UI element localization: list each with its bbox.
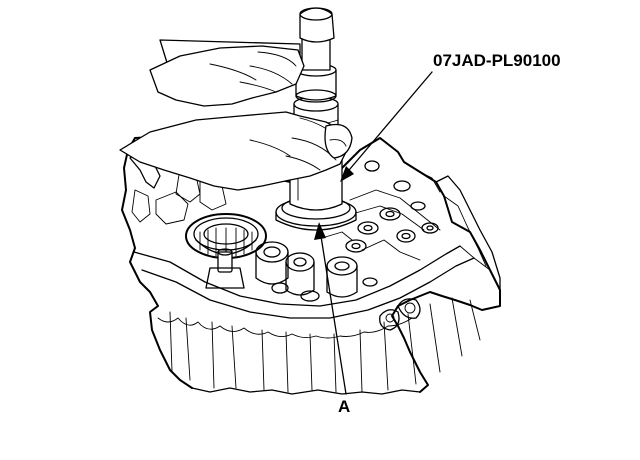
bearing-bore	[185, 213, 267, 289]
hand-hammer	[149, 45, 305, 107]
part-a-leader	[314, 222, 347, 395]
case-bosses	[255, 160, 441, 302]
tool-number-label: 07JAD-PL90100	[433, 51, 561, 70]
tool-leader	[340, 71, 433, 182]
transmission-case	[121, 135, 501, 395]
hand-tool	[119, 111, 353, 191]
part-a-label: A	[338, 397, 350, 416]
